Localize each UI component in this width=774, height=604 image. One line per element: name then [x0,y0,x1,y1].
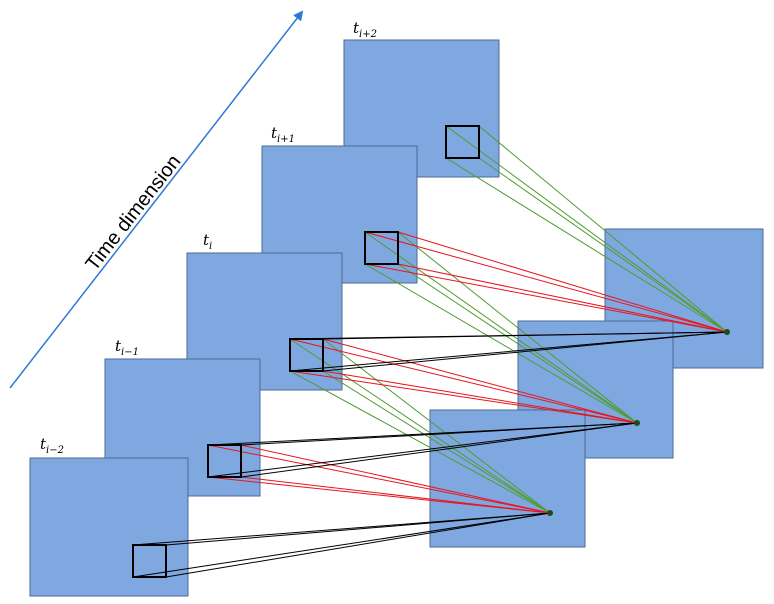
kernel-window-i+1 [364,231,399,265]
time-axis-arrow [9,10,304,389]
frame-label-i: ti [203,231,212,252]
connection-i-to-out-2-3 [322,370,638,424]
frame-label-i-2: ti−2 [40,435,64,456]
connection-i-2-to-out-1-3 [165,512,551,578]
frame-label-i+2: ti+2 [353,19,377,40]
connection-lines [132,125,728,578]
connection-i+1-to-out-3-3 [397,263,728,333]
connection-i+2-to-out-3-0 [445,125,728,333]
connection-i-to-out-1-0 [289,338,551,514]
connection-i-2-to-out-1-2 [132,512,551,578]
connection-i-to-out-3-1 [322,331,728,340]
connection-i-to-out-1-2 [289,370,551,514]
connection-i-to-out-2-0 [289,338,638,424]
connection-i+1-to-out-2-1 [397,231,638,424]
connection-i-1-to-out-2-2 [207,422,638,478]
kernel-window-i [289,338,324,372]
connection-i+1-to-out-2-3 [397,263,638,424]
frame-i [186,252,343,391]
connection-i-1-to-out-1-1 [240,444,551,514]
connection-i+1-to-out-3-0 [364,231,728,333]
connection-i-to-out-1-3 [322,370,551,514]
connection-i-to-out-1-1 [322,338,551,514]
connection-i-to-out-3-2 [289,331,728,372]
connection-i-1-to-out-1-2 [207,476,551,514]
connection-i+2-to-out-3-1 [478,125,728,333]
connection-i+1-to-out-2-0 [364,231,638,424]
connection-i+1-to-out-2-2 [364,263,638,424]
connection-i-to-out-2-2 [289,370,638,424]
frame-label-i-1: ti−1 [115,337,139,358]
output-node-1 [547,510,553,516]
output-node-2 [634,420,640,426]
connection-i+2-to-out-3-3 [478,157,728,333]
connection-i-to-out-2-1 [322,338,638,424]
connection-i+2-to-out-3-2 [445,157,728,333]
connection-i-1-to-out-1-0 [207,444,551,514]
kernel-window-i-2 [132,544,167,578]
connection-i+1-to-out-3-2 [364,263,728,333]
connection-i-2-to-out-1-1 [165,512,551,546]
frame-label-i+1: ti+1 [271,124,295,145]
time-axis-label: Time dimension [82,151,186,275]
kernel-window-i-1 [207,444,242,478]
connection-i+1-to-out-3-1 [397,231,728,333]
connection-i-1-to-out-2-1 [240,422,638,446]
connection-i-1-to-out-1-3 [240,476,551,514]
frame-i-2 [29,457,189,597]
connection-i-to-out-3-3 [322,331,728,372]
kernel-window-i+2 [445,125,480,159]
connection-i-1-to-out-2-3 [240,422,638,478]
output-node-3 [724,329,730,335]
